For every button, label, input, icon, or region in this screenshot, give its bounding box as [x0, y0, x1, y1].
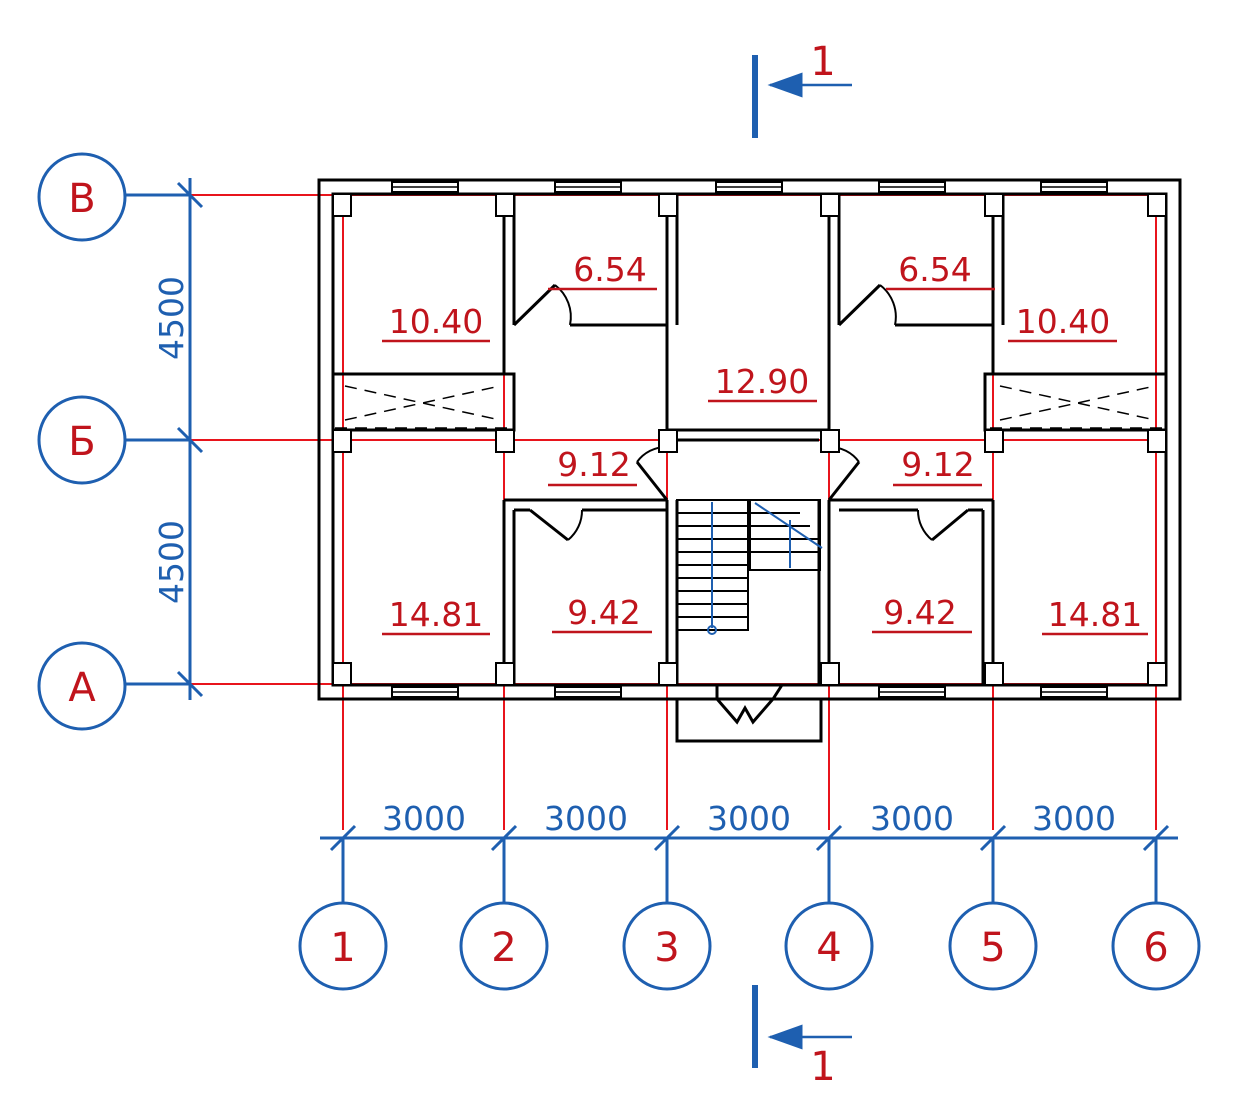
room-area-label: 6.54 — [573, 250, 646, 289]
room-area-label: 9.42 — [567, 593, 640, 632]
interior-walls — [331, 193, 1168, 743]
axis-label-column: 6 — [1143, 925, 1168, 971]
axis-label-row: В — [68, 176, 95, 222]
axis-label-row: Б — [68, 419, 95, 465]
dimension-label: 3000 — [870, 799, 954, 838]
axis-label-column: 4 — [816, 925, 841, 971]
room-area-label: 9.12 — [557, 445, 630, 484]
room-area-label: 10.40 — [1016, 302, 1110, 341]
room-labels: 10.40 6.54 12.90 6.54 10.40 9.12 9.12 14… — [382, 250, 1148, 636]
room-area-label: 14.81 — [1048, 595, 1142, 634]
room-area-label: 12.90 — [715, 362, 809, 401]
section-marker-top: 1 — [752, 39, 852, 138]
dimension-label: 4500 — [152, 520, 191, 604]
room-area-label: 10.40 — [389, 302, 483, 341]
room-area-label: 9.12 — [901, 445, 974, 484]
section-marker-bottom: 1 — [752, 985, 852, 1090]
dimension-label: 3000 — [707, 799, 791, 838]
dimension-label: 3000 — [382, 799, 466, 838]
exterior-walls — [317, 178, 1182, 701]
axis-label-column: 3 — [654, 925, 679, 971]
axis-label-column: 5 — [980, 925, 1005, 971]
section-label: 1 — [810, 39, 835, 85]
column-axis-markers: 1 2 3 4 5 6 — [298, 838, 1201, 991]
dimension-label: 3000 — [1032, 799, 1116, 838]
section-label: 1 — [810, 1044, 835, 1090]
dimension-label: 4500 — [152, 276, 191, 360]
room-area-label: 14.81 — [389, 595, 483, 634]
axis-label-column: 2 — [491, 925, 516, 971]
axis-label-row: А — [68, 665, 96, 711]
room-area-label: 6.54 — [898, 250, 971, 289]
grid-lines — [190, 194, 1160, 830]
axis-label-column: 1 — [330, 925, 355, 971]
horizontal-dimension: 3000 3000 3000 3000 3000 — [320, 799, 1178, 852]
row-axis-markers: В Б А — [37, 152, 190, 731]
room-area-label: 9.42 — [883, 593, 956, 632]
dimension-label: 3000 — [544, 799, 628, 838]
vertical-dimension: 4500 4500 — [152, 178, 204, 700]
